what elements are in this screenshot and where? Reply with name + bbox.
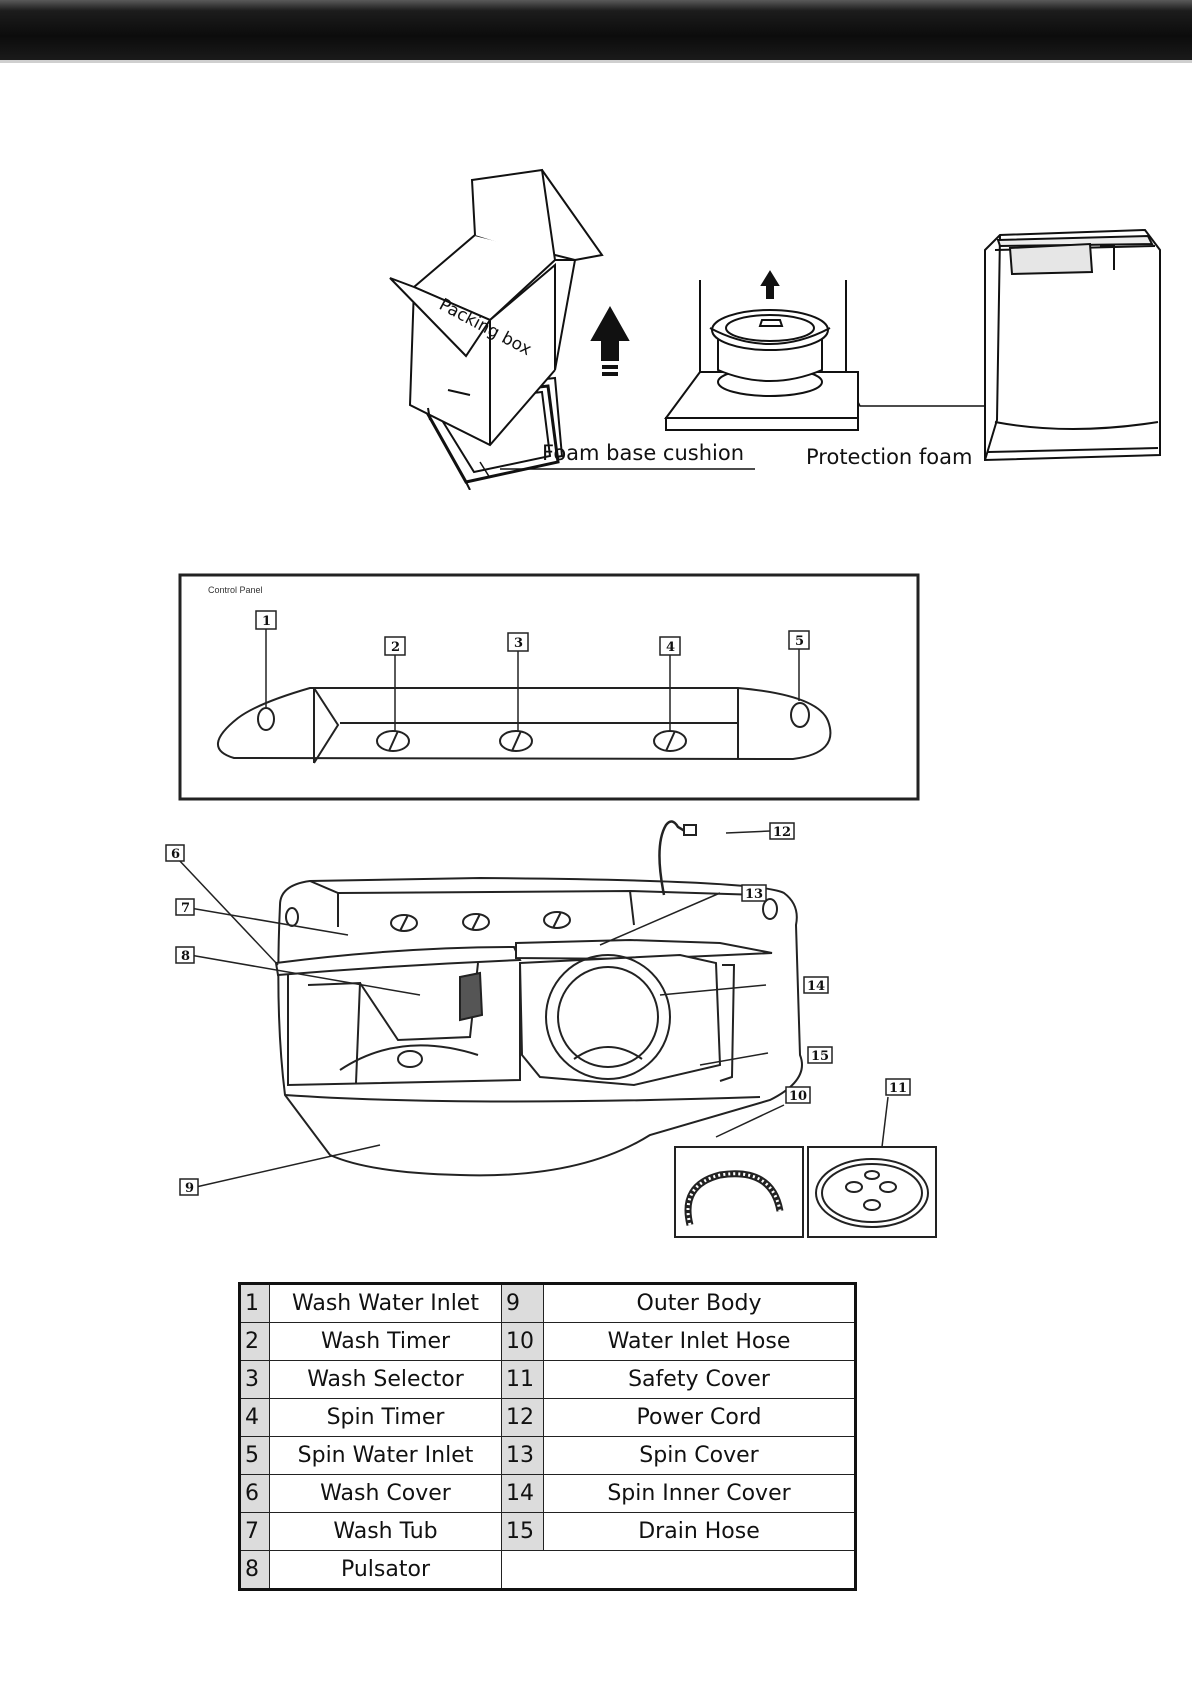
part-name: Spin Inner Cover — [543, 1474, 856, 1513]
part-name: Wash Timer — [269, 1322, 502, 1361]
part-number: 7 — [239, 1512, 270, 1551]
part-name: Water Inlet Hose — [543, 1322, 856, 1361]
control-panel-diagram: Control Panel 1 2 3 — [178, 573, 922, 803]
part-name: Safety Cover — [543, 1360, 856, 1399]
part-name: Drain Hose — [543, 1512, 856, 1551]
empty-cell — [501, 1550, 856, 1590]
part-name: Wash Tub — [269, 1512, 502, 1551]
part-number: 9 — [501, 1283, 544, 1323]
callout-2: 2 — [391, 640, 400, 655]
part-number: 1 — [239, 1283, 270, 1323]
washer-drawing — [984, 228, 1161, 462]
part-name: Spin Cover — [543, 1436, 856, 1475]
part-number: 5 — [239, 1436, 270, 1475]
part-number: 3 — [239, 1360, 270, 1399]
part-name: Spin Water Inlet — [269, 1436, 502, 1475]
part-number: 2 — [239, 1322, 270, 1361]
part-number: 4 — [239, 1398, 270, 1437]
callout-11: 11 — [889, 1081, 907, 1096]
callout-5: 5 — [795, 634, 804, 649]
part-number: 11 — [501, 1360, 544, 1399]
callout-6: 6 — [171, 847, 180, 862]
callout-4: 4 — [666, 640, 675, 655]
protection-foam-label: Protection foam — [806, 445, 972, 469]
callout-10: 10 — [789, 1089, 807, 1104]
part-name: Spin Timer — [269, 1398, 502, 1437]
foam-base-cushion-label: Foam base cushion — [542, 441, 744, 465]
callout-1: 1 — [262, 614, 271, 629]
part-name: Power Cord — [543, 1398, 856, 1437]
packing-box-drawing — [389, 168, 604, 447]
washing-machine-diagram: 6 7 8 9 10 11 12 13 14 15 — [160, 815, 950, 1245]
part-number: 12 — [501, 1398, 544, 1437]
callout-8: 8 — [181, 949, 190, 964]
part-number: 10 — [501, 1322, 544, 1361]
part-number: 14 — [501, 1474, 544, 1513]
part-number: 13 — [501, 1436, 544, 1475]
machine-callouts: 6 7 8 9 10 11 12 13 14 15 — [165, 822, 911, 1196]
callout-12: 12 — [773, 825, 791, 840]
unpacking-illustration: Packing box Foam base cushion Protection… — [370, 160, 1170, 490]
header-bar — [0, 0, 1192, 63]
callout-3: 3 — [514, 636, 523, 651]
part-name: Wash Selector — [269, 1360, 502, 1399]
callout-7: 7 — [181, 901, 190, 916]
control-panel-title: Control Panel — [208, 585, 263, 595]
control-panel-callouts: 1 2 3 4 5 — [255, 610, 810, 656]
callout-9: 9 — [185, 1181, 194, 1196]
protection-foam-drawing — [664, 280, 859, 431]
callout-13: 13 — [745, 887, 763, 902]
callout-14: 14 — [807, 979, 825, 994]
part-name: Wash Cover — [269, 1474, 502, 1513]
part-name: Outer Body — [543, 1283, 856, 1323]
part-number: 8 — [239, 1550, 270, 1590]
part-number: 15 — [501, 1512, 544, 1551]
callout-15: 15 — [811, 1049, 829, 1064]
part-name: Wash Water Inlet — [269, 1283, 502, 1323]
part-name: Pulsator — [269, 1550, 502, 1590]
part-number: 6 — [239, 1474, 270, 1513]
